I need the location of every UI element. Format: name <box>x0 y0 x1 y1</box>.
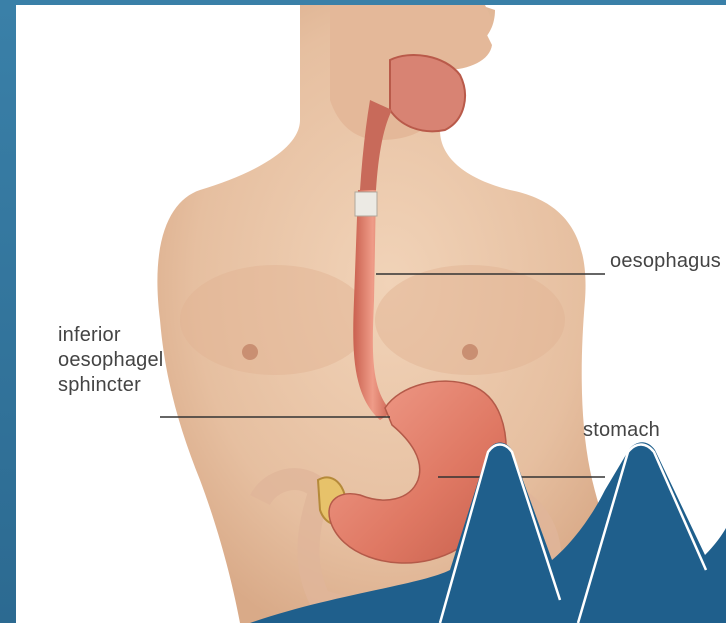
stomach-label: stomach <box>583 418 660 443</box>
sphincter-label-line-1: inferior <box>58 323 228 348</box>
sphincter-label: inferior oesophagel sphincter <box>58 323 228 398</box>
right-nipple <box>462 344 478 360</box>
oesophagus-label: oesophagus <box>610 249 721 274</box>
esophagus-ring <box>355 192 377 216</box>
diagram-panel: oesophagus stomach inferior oesophagel s… <box>16 5 726 623</box>
digestive-illustration <box>16 5 726 623</box>
left-nipple <box>242 344 258 360</box>
sphincter-label-line-2: oesophagel <box>58 348 228 373</box>
sphincter-label-line-3: sphincter <box>58 373 228 398</box>
